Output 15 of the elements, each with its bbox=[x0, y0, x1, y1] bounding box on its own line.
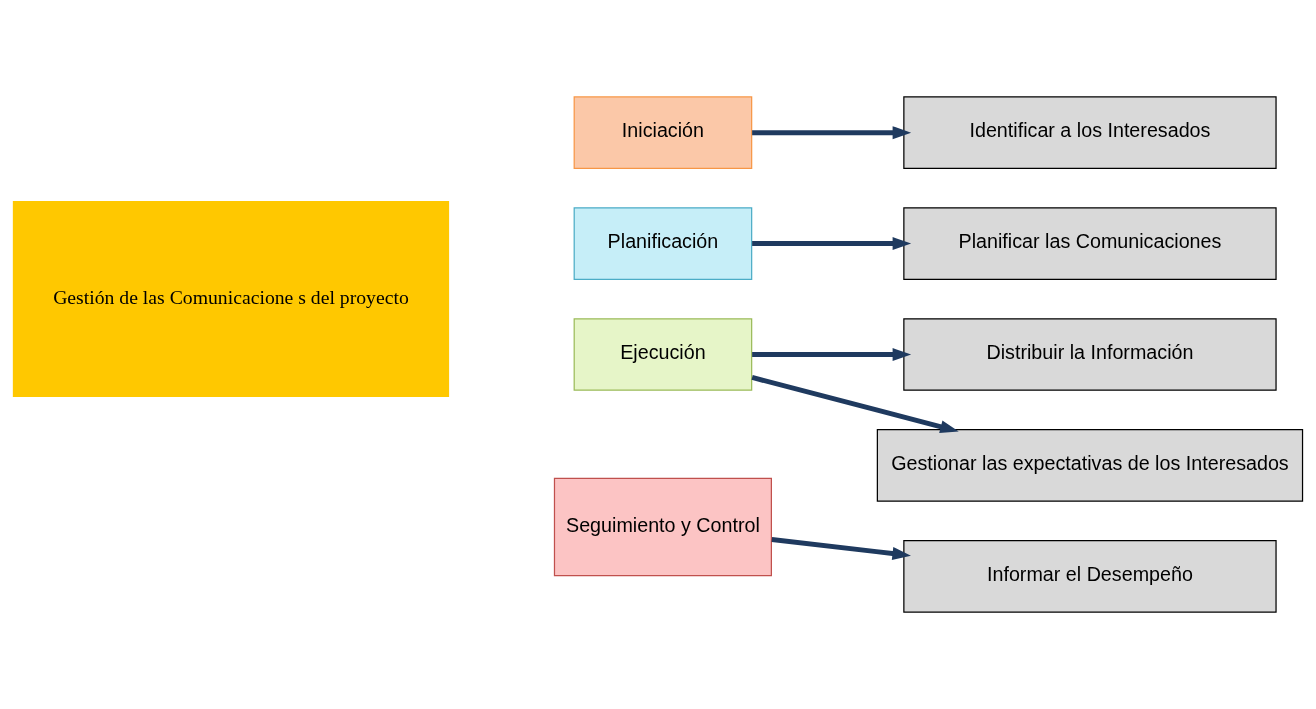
node-box: Ejecución bbox=[573, 318, 753, 391]
node-box: Identificar a los Interesados bbox=[903, 96, 1277, 170]
arrow bbox=[751, 375, 959, 434]
arrow bbox=[752, 348, 912, 361]
node-box: Planificación bbox=[573, 207, 753, 280]
node-box: Gestión de las Comunicacione s del proyecto bbox=[12, 201, 450, 397]
node-box: Distribuir la Información bbox=[903, 318, 1277, 391]
node-box: Gestionar las expectativas de los Interesados bbox=[876, 429, 1304, 502]
node-box: Informar el Desempeño bbox=[903, 539, 1277, 613]
arrow bbox=[752, 126, 912, 140]
node-box: Planificar las Comunicaciones bbox=[903, 207, 1277, 280]
arrow bbox=[771, 537, 911, 560]
node-box: Iniciación bbox=[573, 96, 753, 170]
arrow bbox=[752, 237, 912, 251]
node-box: Seguimiento y Control bbox=[553, 477, 772, 577]
